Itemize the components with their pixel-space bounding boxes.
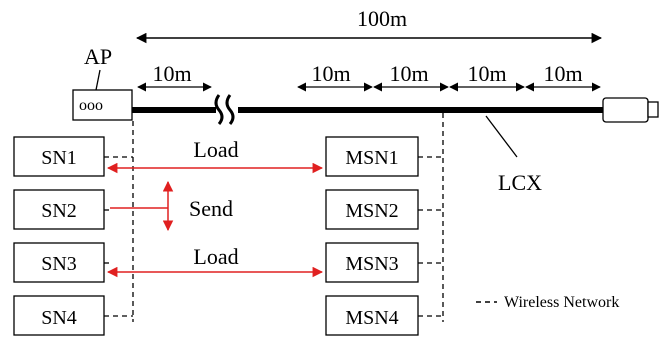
- mobile-node-label: MSN1: [345, 147, 398, 169]
- mobile-node-msn1: MSN1: [325, 136, 419, 177]
- total-length-label: 100m: [357, 6, 407, 31]
- cable-break-icon: [214, 94, 235, 125]
- legend-label: Wireless Network: [504, 294, 619, 311]
- sensor-node-label: SN1: [41, 147, 77, 169]
- cable-terminator: [602, 97, 659, 123]
- ap-connector: [95, 69, 101, 91]
- mobile-node-msn2: MSN2: [325, 189, 419, 230]
- load-label-bottom: Load: [193, 244, 238, 269]
- lcx-leader-line: [485, 115, 518, 158]
- mobile-node-msn4: MSN4: [325, 295, 419, 336]
- send-label: Send: [189, 196, 233, 221]
- sensor-node-label: SN2: [41, 200, 77, 222]
- ap-indicator-dots: ooo: [79, 97, 103, 114]
- sensor-node-sn4: SN4: [13, 295, 105, 336]
- sensor-node-sn1: SN1: [13, 136, 105, 177]
- load-label-top: Load: [193, 137, 238, 162]
- segment-label-3: 10m: [389, 61, 428, 86]
- mobile-node-label: MSN3: [345, 253, 398, 275]
- segment-label-2: 10m: [311, 61, 350, 86]
- access-point-box: [72, 89, 133, 121]
- sensor-node-sn2: SN2: [13, 189, 105, 230]
- ap-label: AP: [84, 44, 112, 69]
- lcx-label: LCX: [498, 170, 542, 195]
- mobile-node-label: MSN2: [345, 200, 398, 222]
- sensor-node-label: SN3: [41, 253, 77, 275]
- segment-label-1: 10m: [152, 61, 191, 86]
- segment-label-4: 10m: [467, 61, 506, 86]
- segment-label-5: 10m: [543, 61, 582, 86]
- mobile-node-label: MSN4: [345, 307, 398, 329]
- sensor-node-sn3: SN3: [13, 242, 105, 283]
- sensor-node-label: SN4: [41, 307, 77, 329]
- mobile-node-msn3: MSN3: [325, 242, 419, 283]
